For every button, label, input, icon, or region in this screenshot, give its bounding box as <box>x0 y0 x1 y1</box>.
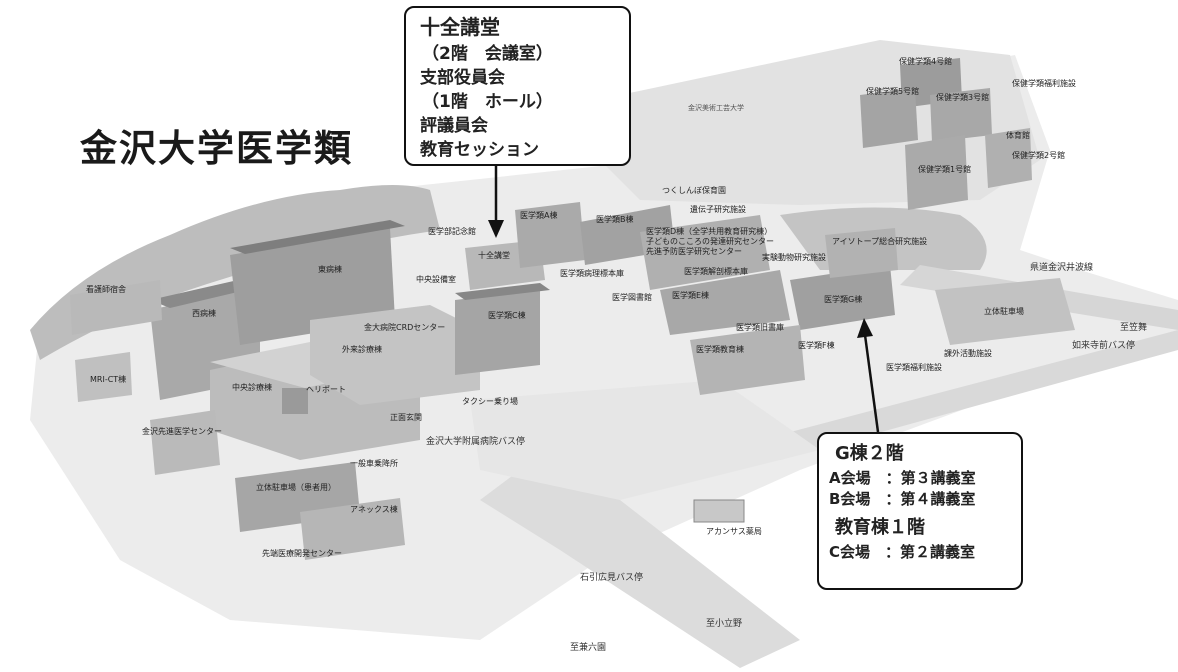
akansasu-building <box>693 499 745 523</box>
road-east <box>760 330 1178 460</box>
label-toshokan: 医学図書館 <box>612 292 652 302</box>
callout-top-line-2: 支部役員会 <box>420 68 505 88</box>
label-tsukushinbo: つくしんぼ保育園 <box>662 185 726 195</box>
label-chuo-setsubi: 中央設備室 <box>416 274 456 284</box>
map-title: 金沢大学医学類 <box>80 127 353 170</box>
label-heliport: ヘリポート <box>306 385 346 394</box>
map-labels: 保健学類4号館 保健学類5号館 保健学類3号館 保健学類福利施設 体育館 保健学… <box>86 56 1147 653</box>
building-igakurui-d <box>640 215 770 290</box>
label-kasamai: 至笠舞 <box>1120 321 1147 333</box>
label-kyoiku: 医学類教育棟 <box>696 344 744 354</box>
callout-bottom-line-2: B会場 ：第４講義室 <box>829 490 976 508</box>
label-rittai-kanja: 立体駐車場（患者用） <box>256 482 336 492</box>
label-igakurui-d: 医学類D棟（全学共用教育研究棟） <box>646 226 772 236</box>
label-rittai-chusha: 立体駐車場 <box>984 306 1024 316</box>
label-hokengakurui3: 保健学類3号館 <box>936 92 989 102</box>
label-korakuji: 如来寺前バス停 <box>1072 339 1135 351</box>
label-hokengakurui4: 保健学類4号館 <box>899 56 952 66</box>
building-annex <box>300 498 405 560</box>
label-gairai: 外来診療棟 <box>342 344 382 354</box>
label-igakurui-b: 医学類B棟 <box>596 214 634 224</box>
label-jikken: 実験動物研究施設 <box>762 252 826 262</box>
label-kagai: 課外活動施設 <box>944 348 992 358</box>
label-busstop-hosp: 金沢大学附属病院バス停 <box>426 435 525 447</box>
label-kango: 看護師宿舎 <box>86 284 126 294</box>
label-kendo: 県道金沢井波線 <box>1030 261 1093 273</box>
road-south <box>480 470 800 668</box>
callout-top-line-3: （1階 ホール） <box>422 92 553 112</box>
callout-bottom-heading-2: 教育棟１階 <box>835 517 925 538</box>
label-kaibou: 医学類解剖標本庫 <box>684 266 748 276</box>
label-igakurui-f: 医学類F棟 <box>798 340 835 350</box>
building-igakurui-e <box>660 270 790 335</box>
building-hokengakurui <box>860 58 1032 210</box>
label-taiikukan: 体育館 <box>1006 130 1030 140</box>
callout-bottom-line-3: C会場 ：第２講義室 <box>829 543 976 561</box>
building-gairai <box>310 305 480 405</box>
label-jizen: 十全講堂 <box>478 250 510 260</box>
label-taxi: タクシー乗り場 <box>462 396 518 406</box>
callout-top-line-5: 教育セッション <box>420 140 539 160</box>
label-kodomo: 子どものこころの発達研究センター <box>646 236 774 246</box>
building-mri-ct <box>75 352 132 402</box>
parking-lot-front <box>470 380 820 500</box>
label-kenroku: 至兼六園 <box>570 641 606 653</box>
building-kanazawa-senshin <box>150 410 220 475</box>
label-chuo-shinryo: 中央診療棟 <box>232 382 272 392</box>
label-fukuri: 医学類福利施設 <box>886 362 942 372</box>
callout-top-line-4: 評議員会 <box>420 116 488 136</box>
building-igakurui-c <box>455 283 550 375</box>
label-idenshi: 遺伝子研究施設 <box>690 204 746 214</box>
label-sentan: 先端医療開発センター <box>262 548 342 558</box>
label-ippan: 一般車乗降所 <box>350 458 398 468</box>
label-nishi: 西病棟 <box>192 308 216 318</box>
label-kindai-crd: 金大病院CRDセンター <box>364 322 445 332</box>
callout-bottom-line-1: A会場 ：第３講義室 <box>829 469 976 487</box>
building-igakurui-a <box>515 202 585 268</box>
arrow-to-jizen <box>488 166 504 238</box>
callout-top-heading: 十全講堂 <box>420 15 500 39</box>
label-annex: アネックス棟 <box>350 504 398 514</box>
label-ishibiki: 石引広見バス停 <box>580 571 643 583</box>
label-kyushoko: 医学類旧書庫 <box>736 322 784 332</box>
label-igakurui-e: 医学類E棟 <box>672 290 709 300</box>
building-rittai-chusha <box>935 278 1075 345</box>
arrow-to-g-building <box>857 318 880 433</box>
label-hokengakurui-fukuri: 保健学類福利施設 <box>1012 78 1076 88</box>
callout-top-line-1: （2階 会議室） <box>422 44 553 64</box>
label-bijutsu: 金沢美術工芸大学 <box>688 103 744 112</box>
label-akansasu: アカンサス薬局 <box>706 526 762 536</box>
label-igakurui-c: 医学類C棟 <box>488 310 526 320</box>
label-hokengakurui5: 保健学類5号館 <box>866 86 919 96</box>
label-kanazawa-senshin: 金沢先進医学センター <box>142 426 222 436</box>
building-kyoiku <box>690 325 805 395</box>
label-kinenkan: 医学部記念館 <box>428 226 476 236</box>
callout-bottom-heading-1: G棟２階 <box>835 443 904 464</box>
label-higashi: 東病棟 <box>318 264 342 274</box>
label-hokengakurui1: 保健学類1号館 <box>918 164 971 174</box>
building-kango <box>70 280 162 335</box>
label-kodatsuno: 至小立野 <box>706 617 742 629</box>
label-igakurui-a: 医学類A棟 <box>520 210 557 220</box>
label-mri: MRI-CT棟 <box>90 374 126 384</box>
label-byouri: 医学類病理標本庫 <box>560 268 624 278</box>
building-isotope <box>825 228 898 278</box>
callout-g-building: G棟２階 A会場 ：第３講義室 B会場 ：第４講義室 教育棟１階 C会場 ：第２… <box>817 432 1023 590</box>
building-igakurui-g <box>790 265 895 330</box>
label-igakurui-g: 医学類G棟 <box>824 294 862 304</box>
label-isotope: アイソトープ総合研究施設 <box>832 236 927 246</box>
callout-jizen-kodo: 十全講堂 （2階 会議室） 支部役員会 （1階 ホール） 評議員会 教育セッショ… <box>404 6 631 166</box>
label-shomen: 正面玄関 <box>390 412 422 422</box>
label-senshin: 先進予防医学研究センター <box>646 246 742 256</box>
label-hokengakurui2: 保健学類2号館 <box>1012 150 1065 160</box>
